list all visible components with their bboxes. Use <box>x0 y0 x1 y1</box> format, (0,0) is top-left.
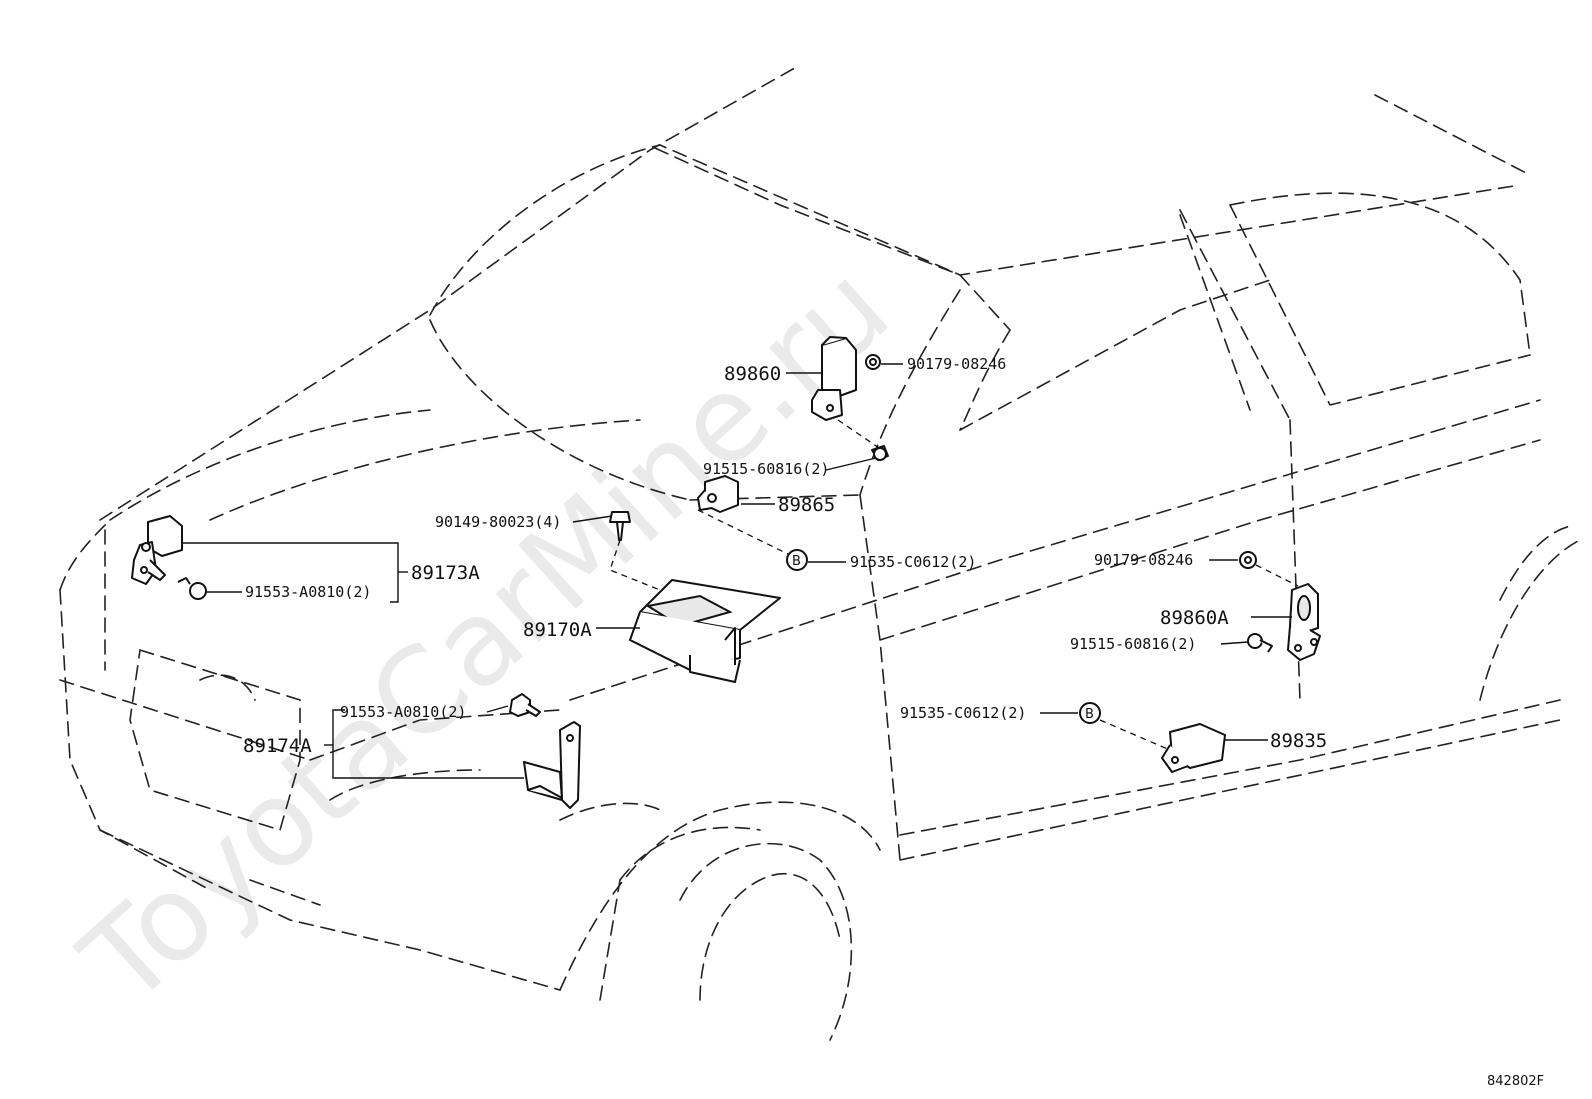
bolt-b-letter-top: B <box>792 554 801 569</box>
bolt-b-badge-bottom: B <box>1079 702 1101 724</box>
label-91535-C0612-top: 91535-C0612(2) <box>850 553 976 571</box>
car-body-outline <box>59 64 1581 1041</box>
label-91535-C0612-bottom: 91535-C0612(2) <box>900 704 1026 722</box>
part-89865-sensor <box>697 475 739 513</box>
bolt-91553-A0810-bottom <box>509 693 541 717</box>
part-89174A-front-sensor <box>523 721 581 809</box>
part-89860-sensor <box>811 336 857 421</box>
bolt-91515-60816-top <box>871 445 889 461</box>
label-91553-A0810-bottom: 91553-A0810(2) <box>340 703 466 721</box>
label-90179-08246-top: 90179-08246 <box>907 355 1006 373</box>
part-89170A-airbag-ecu <box>629 579 781 683</box>
label-89860A: 89860A <box>1160 607 1229 629</box>
label-90149-80023: 90149-80023(4) <box>435 513 561 531</box>
label-89170A: 89170A <box>523 619 592 641</box>
label-90179-08246-right: 90179-08246 <box>1094 551 1193 569</box>
part-89835-sensor <box>1161 723 1226 773</box>
label-91515-60816-right: 91515-60816(2) <box>1070 635 1196 653</box>
bolt-b-badge-top: B <box>786 549 808 571</box>
nut-90179-08246-right <box>1239 551 1257 569</box>
leader-lines <box>182 363 1292 779</box>
figure-code: 842802F <box>1487 1074 1544 1089</box>
label-91515-60816-top: 91515-60816(2) <box>703 460 829 478</box>
bolt-91515-60816-right <box>1247 633 1273 653</box>
label-89860: 89860 <box>724 363 781 385</box>
part-89860A-sensor <box>1287 583 1321 661</box>
screw-90149-80023 <box>609 511 631 541</box>
watermark-text: ToyotaCarMine.ru <box>56 238 915 1031</box>
label-89174A: 89174A <box>243 735 312 757</box>
label-89865: 89865 <box>778 494 835 516</box>
nut-90179-08246-top <box>865 354 881 370</box>
bolt-91553-A0810-top <box>177 577 207 600</box>
label-89835: 89835 <box>1270 730 1327 752</box>
bolt-b-letter-bottom: B <box>1085 707 1094 722</box>
part-89173A-front-sensor <box>131 515 183 585</box>
label-91553-A0810-top: 91553-A0810(2) <box>245 583 371 601</box>
label-89173A: 89173A <box>411 562 480 584</box>
